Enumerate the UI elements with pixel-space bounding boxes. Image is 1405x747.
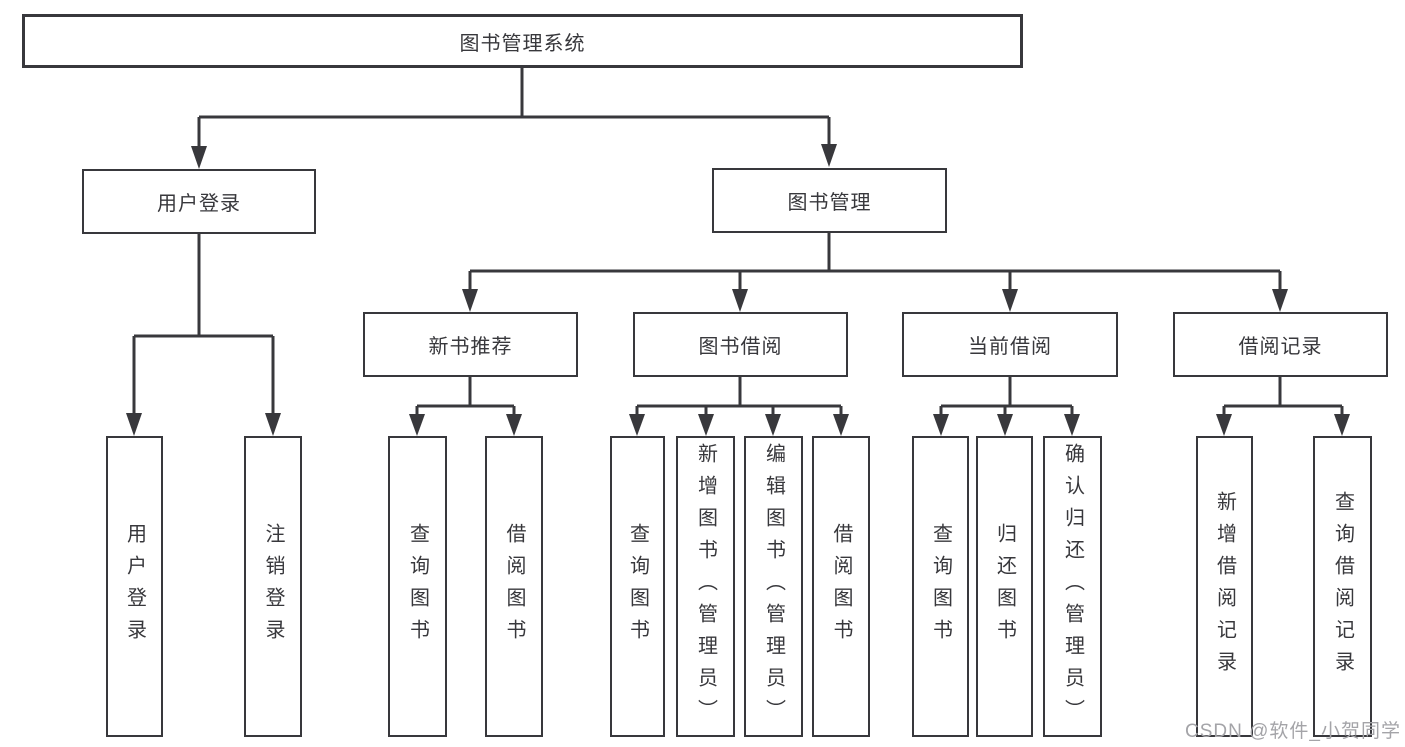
connector-current-borrow-to-leaves	[939, 377, 1074, 416]
node-label: 新增借阅记录	[1213, 490, 1236, 683]
node-leaf-search-books-borrow: 查询图书	[610, 436, 665, 737]
node-label: 图书借阅	[698, 336, 783, 358]
node-label: 图书管理系统	[459, 32, 586, 55]
node-book-borrow: 图书借阅	[633, 312, 848, 377]
node-borrow-records: 借阅记录	[1173, 312, 1388, 377]
csdn-watermark: CSDN @软件_小贺同学	[1185, 721, 1401, 742]
node-current-borrow: 当前借阅	[902, 312, 1118, 377]
node-leaf-search-books-current: 查询图书	[912, 436, 969, 737]
node-label: 新增图书（管理员）	[694, 442, 717, 731]
node-book-management: 图书管理	[712, 168, 947, 233]
node-leaf-borrow-book-recommend: 借阅图书	[485, 436, 543, 737]
node-label: 查询图书	[929, 522, 952, 651]
connector-new-book-recommend-to-leaves	[415, 377, 516, 416]
node-label: 归还图书	[993, 522, 1016, 651]
node-leaf-user-login: 用户登录	[106, 436, 163, 737]
connector-borrow-records-to-leaves	[1222, 377, 1344, 416]
node-leaf-add-book-admin: 新增图书（管理员）	[676, 436, 735, 737]
connector-root-to-level2	[197, 68, 831, 148]
node-leaf-logout: 注销登录	[244, 436, 302, 737]
node-label: 新书推荐	[428, 336, 513, 358]
node-leaf-confirm-return-admin: 确认归还（管理员）	[1043, 436, 1102, 737]
node-label: 借阅记录	[1238, 336, 1323, 358]
node-leaf-edit-book-admin: 编辑图书（管理员）	[744, 436, 803, 737]
node-leaf-return-book: 归还图书	[976, 436, 1033, 737]
node-user-login: 用户登录	[82, 169, 316, 234]
node-root-library-management-system: 图书管理系统	[22, 14, 1023, 68]
node-label: 查询图书	[406, 522, 429, 651]
node-new-book-recommend: 新书推荐	[363, 312, 578, 377]
node-label: 确认归还（管理员）	[1061, 442, 1084, 731]
node-label: 注销登录	[262, 522, 284, 651]
node-leaf-add-borrow-record: 新增借阅记录	[1196, 436, 1253, 737]
connector-book-management-to-level3	[468, 233, 1282, 291]
node-label: 查询借阅记录	[1331, 490, 1354, 683]
node-label: 图书管理	[787, 192, 872, 214]
node-label: 编辑图书（管理员）	[762, 442, 785, 731]
node-label: 查询图书	[626, 522, 649, 651]
node-label: 用户登录	[123, 522, 146, 651]
node-label: 借阅图书	[503, 522, 525, 651]
node-leaf-search-books-recommend: 查询图书	[388, 436, 447, 737]
node-leaf-search-borrow-record: 查询借阅记录	[1313, 436, 1372, 737]
node-leaf-borrow-book: 借阅图书	[812, 436, 870, 737]
connector-book-borrow-to-leaves	[635, 377, 843, 416]
node-label: 当前借阅	[968, 336, 1052, 358]
connector-user-login-to-leaves	[132, 234, 275, 415]
node-label: 用户登录	[157, 193, 241, 215]
node-label: 借阅图书	[830, 522, 852, 651]
